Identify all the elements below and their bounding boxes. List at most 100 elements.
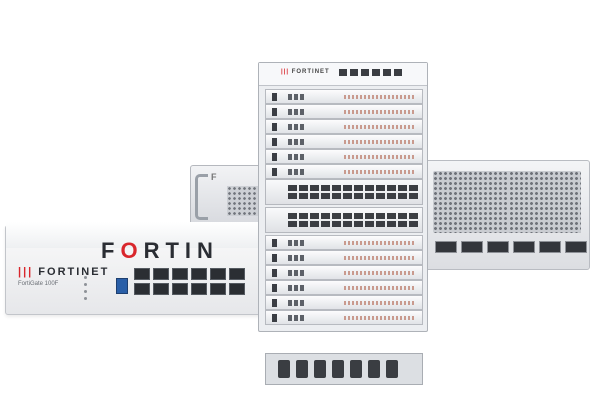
blade-module: [265, 265, 423, 280]
ethernet-port: [134, 283, 150, 295]
sfp-port: [288, 213, 297, 219]
blade-ports: [288, 240, 304, 246]
blade-port: [294, 270, 298, 276]
blade-vent: [344, 110, 414, 114]
blade-port: [294, 139, 298, 145]
blade-vent: [344, 140, 414, 144]
blade-port: [300, 300, 304, 306]
blade-port: [288, 240, 292, 246]
blade-latch: [272, 108, 277, 116]
blade-latch: [272, 254, 277, 262]
blade-port: [288, 94, 292, 100]
ethernet-port: [229, 268, 245, 280]
blade-ports: [288, 94, 304, 100]
sfp-port: [343, 221, 352, 227]
back-right-chassis: [420, 160, 590, 270]
ethernet-port: [153, 283, 169, 295]
sfp-port: [365, 193, 374, 199]
blade-latch: [272, 168, 277, 176]
fan-module: [386, 360, 398, 378]
rack-handle: [195, 174, 208, 220]
blade-module: [265, 149, 423, 164]
blade-port: [288, 124, 292, 130]
sfp-port: [354, 193, 363, 199]
mgmt-port: [339, 69, 347, 76]
blade-port: [288, 255, 292, 261]
blade-latch: [272, 153, 277, 161]
blade-module: [265, 295, 423, 310]
chassis-logo: F: [211, 172, 218, 182]
sfp-port: [343, 185, 352, 191]
status-led: [84, 283, 87, 286]
top-logo-part: RTIN: [143, 238, 219, 263]
logo-mark-icon: |||: [18, 266, 34, 278]
blade-latch: [272, 123, 277, 131]
ethernet-port: [191, 268, 207, 280]
sfp-port: [487, 241, 509, 253]
blade-ports: [288, 285, 304, 291]
sfp-port: [409, 193, 418, 199]
sfp-port: [376, 221, 385, 227]
sfp-port: [321, 185, 330, 191]
fan-module: [296, 360, 308, 378]
sfp-port: [387, 193, 396, 199]
blade-vent: [344, 271, 414, 275]
logo-text: FORTINET: [291, 69, 330, 75]
sfp-port: [376, 185, 385, 191]
sfp-port: [332, 193, 341, 199]
sfp-port: [332, 213, 341, 219]
blade-ports: [288, 300, 304, 306]
mgmt-port: [372, 69, 380, 76]
vent-mesh-right: [509, 171, 581, 233]
fan-row: [278, 360, 398, 378]
sfp-port: [332, 185, 341, 191]
blade-module: [265, 164, 423, 179]
blade-module: [265, 250, 423, 265]
fan-module: [350, 360, 362, 378]
top-logo-part: F: [101, 238, 121, 263]
sfp-port: [539, 241, 561, 253]
fan-module: [332, 360, 344, 378]
io-module: [265, 179, 423, 205]
blade-ports: [288, 255, 304, 261]
blade-port: [288, 109, 292, 115]
blade-port: [288, 300, 292, 306]
blade-port: [300, 285, 304, 291]
blade-port: [300, 124, 304, 130]
sfp-port: [299, 221, 308, 227]
logo-text: FORTINET: [38, 266, 110, 278]
status-leds: [84, 276, 87, 304]
blade-vent: [344, 316, 414, 320]
blade-latch: [272, 138, 277, 146]
blade-port: [288, 285, 292, 291]
sfp-port: [409, 213, 418, 219]
sfp-port: [565, 241, 587, 253]
blade-latch: [272, 239, 277, 247]
sfp-port: [343, 193, 352, 199]
sfp-port: [461, 241, 483, 253]
blade-port: [294, 240, 298, 246]
blade-ports: [288, 109, 304, 115]
sfp-port: [343, 213, 352, 219]
sfp-port: [321, 213, 330, 219]
blade-port: [294, 94, 298, 100]
sfp-port: [354, 221, 363, 227]
sfp-port: [513, 241, 535, 253]
ethernet-port: [210, 283, 226, 295]
sfp-port: [299, 185, 308, 191]
sfp-port: [398, 185, 407, 191]
sfp-port: [321, 193, 330, 199]
sfp-port-row: [435, 241, 587, 253]
mgmt-port: [350, 69, 358, 76]
ethernet-port: [210, 268, 226, 280]
blade-port: [288, 139, 292, 145]
blade-port: [294, 255, 298, 261]
sfp-port: [299, 193, 308, 199]
blade-module: [265, 119, 423, 134]
ethernet-port: [229, 283, 245, 295]
fan-tray: [265, 353, 423, 385]
blade-vent: [344, 301, 414, 305]
blade-ports: [288, 154, 304, 160]
sfp-port: [409, 221, 418, 227]
blade-vent: [344, 155, 414, 159]
